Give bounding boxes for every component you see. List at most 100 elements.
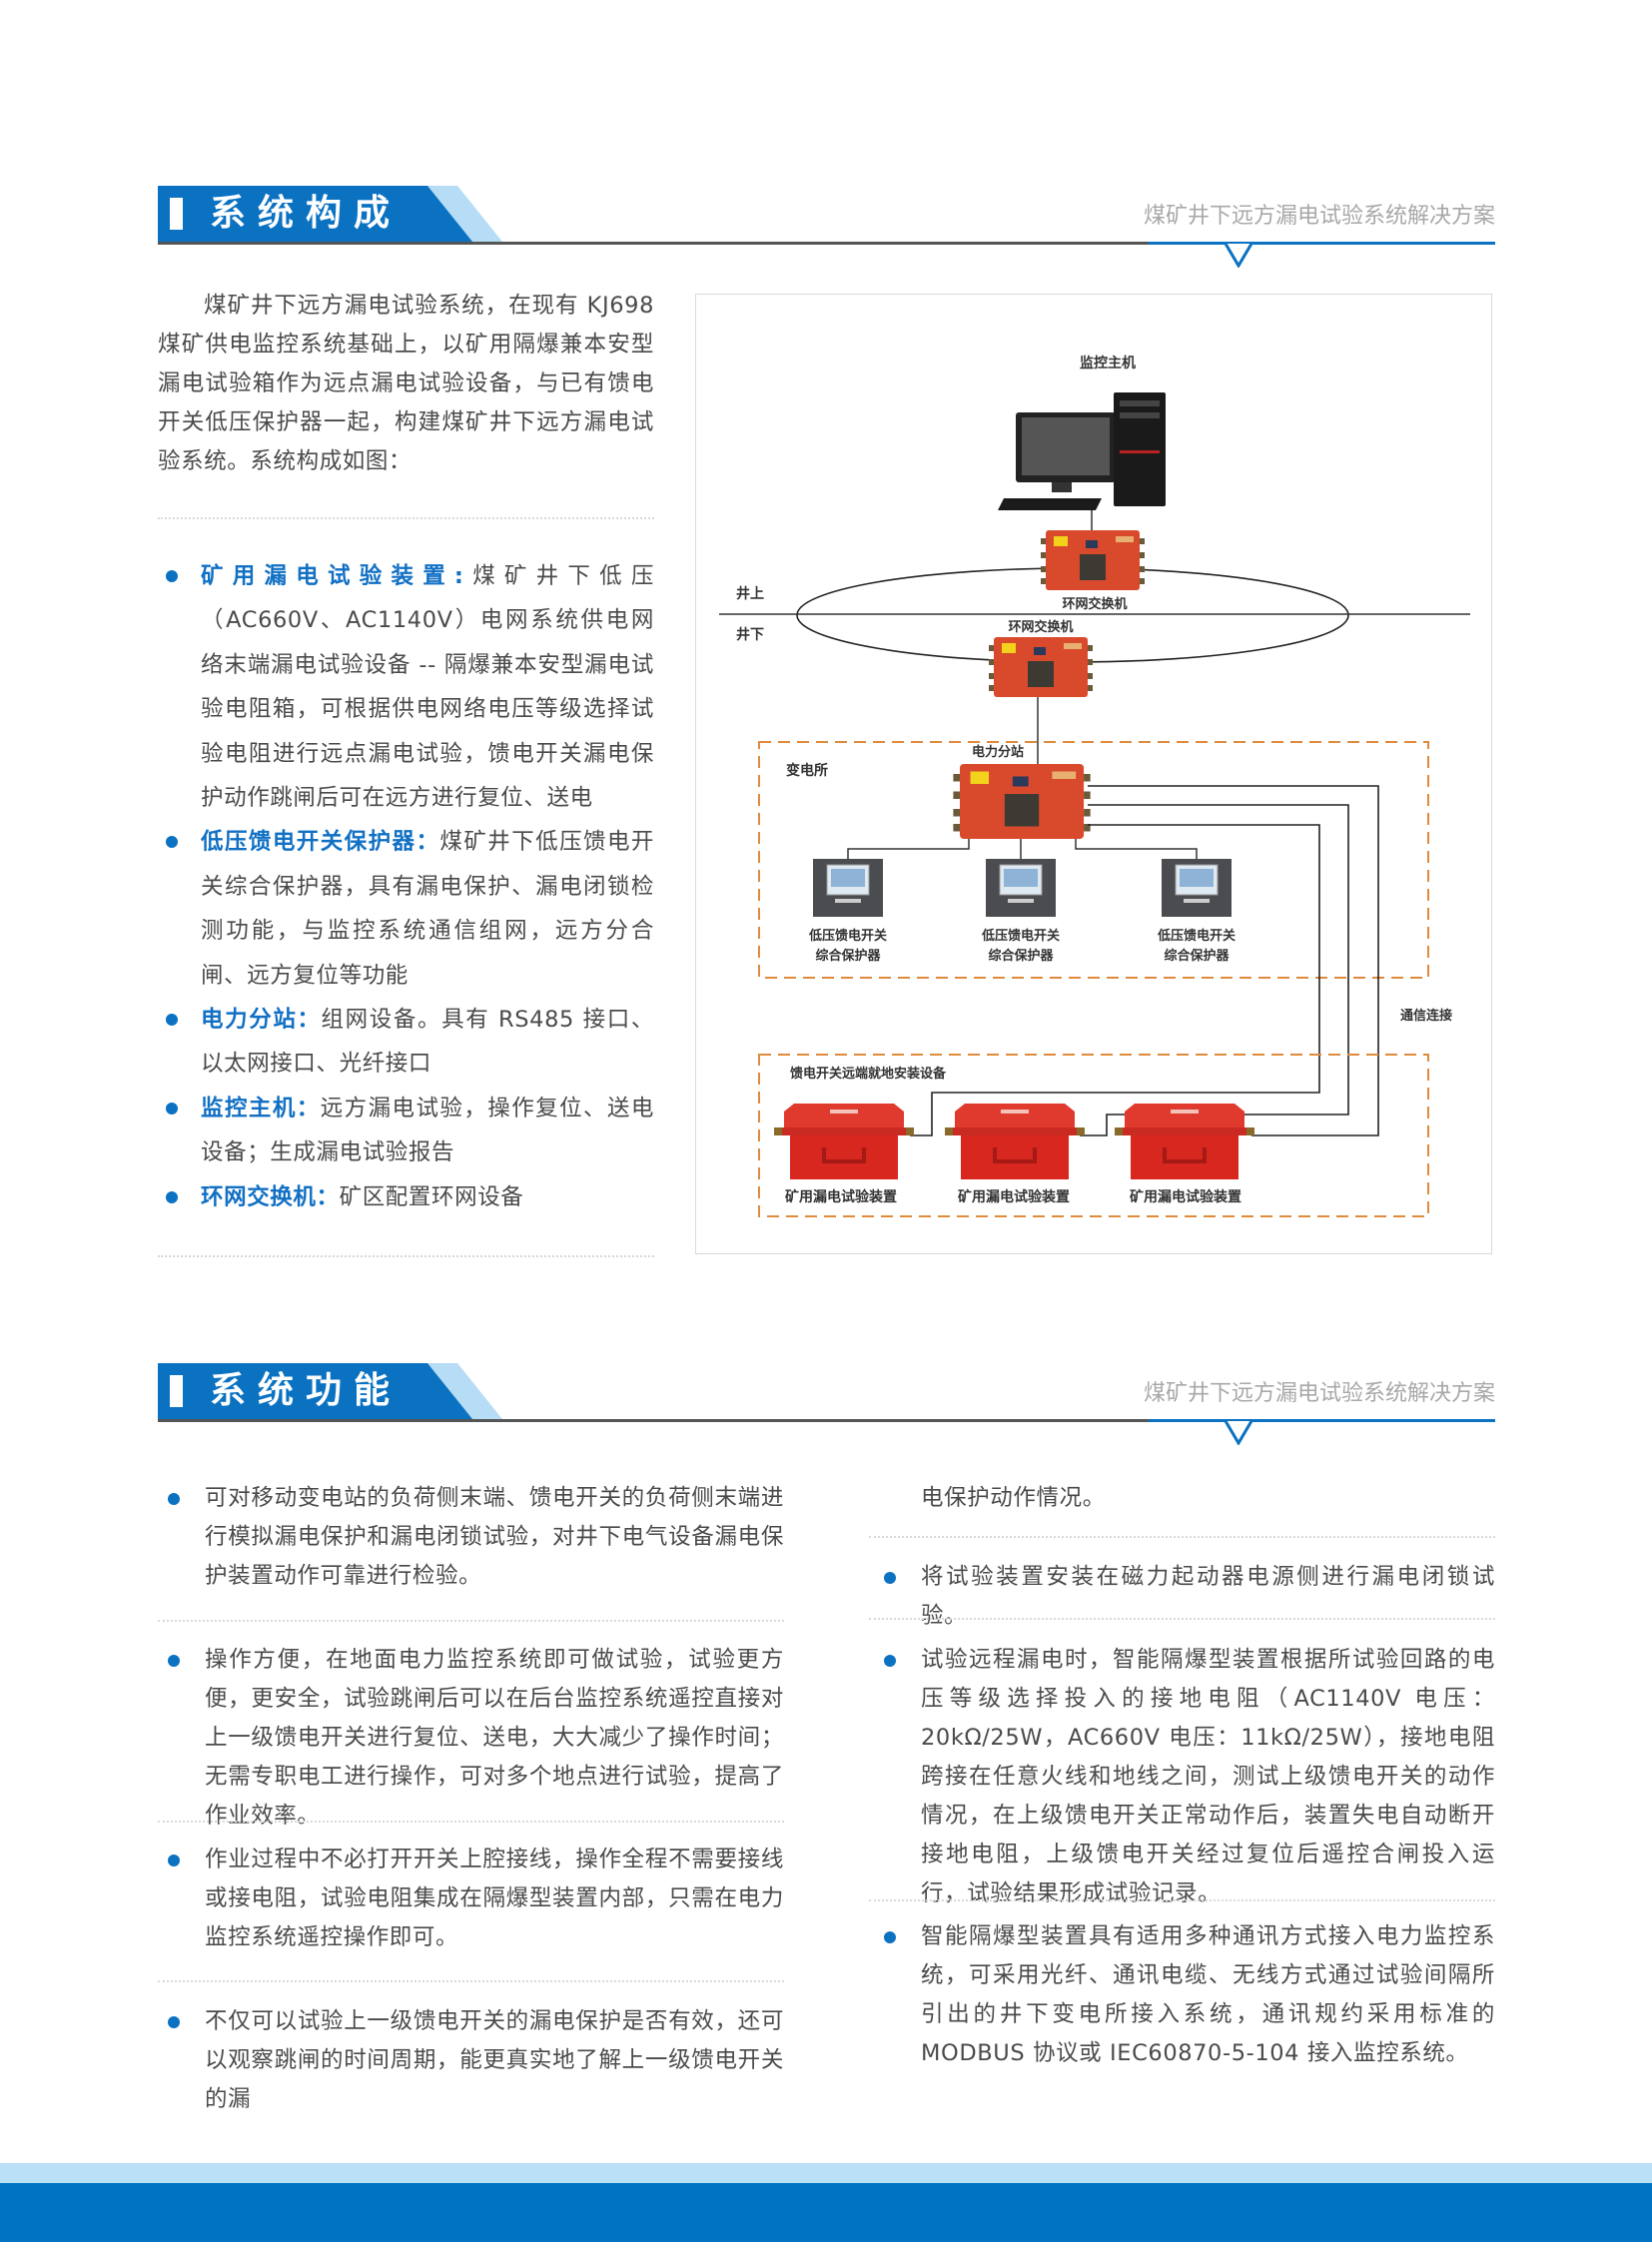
protector-label: 低压馈电开关 (981, 928, 1060, 944)
header-bar-mark (170, 198, 183, 230)
item-term: 电力分站： (201, 1007, 322, 1034)
item-text: 组网设备。具有 RS485 接口、以太网接口、光纤接口 (201, 1007, 654, 1078)
power-substation-icon (953, 764, 1091, 839)
bullet-icon (884, 1572, 896, 1584)
comm-link-label: 通信连接 (1400, 1008, 1452, 1024)
ring-switch-top-icon (1041, 530, 1145, 590)
section-title: 系统功能 (210, 1370, 403, 1411)
header-tab (158, 186, 472, 242)
ring-switch-bottom-icon (989, 637, 1093, 697)
function-text: 操作方便，在地面电力监控系统即可做试验，试验更方便，更安全，试验跳闸后可以在后台… (205, 1647, 784, 1829)
bullet-icon (884, 1655, 896, 1667)
dotted-divider (869, 1899, 1495, 1901)
comm-line (910, 824, 1320, 1136)
protector-icon (1161, 858, 1233, 918)
ring-switch-bottom-label: 环网交换机 (1008, 619, 1073, 635)
protector-icon (985, 858, 1057, 918)
intro-paragraph: 煤矿井下远方漏电试验系统，在现有 KJ698 煤矿供电监控系统基础上，以矿用隔爆… (158, 293, 654, 474)
item-term: 监控主机： (201, 1095, 321, 1121)
function-item: 试验远程漏电时，智能隔爆型装置根据所试验回路的电压等级选择投入的接地电阻（AC1… (874, 1641, 1495, 1913)
divider-accent (1149, 242, 1495, 245)
divider (158, 242, 1149, 245)
footer-band-light (0, 2163, 1652, 2183)
leakage-test-device-icon (772, 1102, 916, 1181)
list-item: 环网交换机：矿区配置环网设备 (158, 1175, 654, 1219)
function-item: 智能隔爆型装置具有适用多种通讯方式接入电力监控系统，可采用光纤、通讯电缆、无线方… (874, 1917, 1495, 2073)
dotted-divider (158, 1821, 784, 1823)
power-substation-label: 电力分站 (972, 744, 1024, 760)
function-item: 操作方便，在地面电力监控系统即可做试验，试验更方便，更安全，试验跳闸后可以在后台… (158, 1641, 784, 1836)
dotted-divider (158, 1980, 784, 1982)
footer-band (0, 2183, 1652, 2242)
item-text: 矿区配置环网设备 (339, 1183, 524, 1210)
function-item: 不仅可以试验上一级馈电开关的漏电保护是否有效，还可以观察跳闸的时间周期，能更真实… (158, 2002, 784, 2119)
header-bar-mark (170, 1375, 183, 1407)
item-text: 远方漏电试验，操作复位、送电设备；生成漏电试验报告 (201, 1095, 654, 1166)
item-text: 煤矿井下低压（AC660V、AC1140V）电网系统供电网络末端漏电试验设备 -… (201, 563, 654, 812)
monitor-host-label: 监控主机 (1080, 355, 1136, 372)
protector-label: 低压馈电开关 (808, 928, 887, 944)
comm-line (1088, 785, 1379, 1136)
bullet-icon (166, 1014, 178, 1027)
header-tab (158, 1363, 472, 1419)
item-text: 煤矿井下低压馈电开关综合保护器，具有漏电保护、漏电闭锁检测功能，与监控系统通信组… (201, 829, 654, 989)
dotted-divider (158, 1255, 654, 1257)
function-item: 可对移动变电站的负荷侧末端、馈电开关的负荷侧末端进行模拟漏电保护和漏电闭锁试验，… (158, 1479, 784, 1596)
protector-label: 综合保护器 (988, 948, 1054, 964)
dotted-divider (869, 1536, 1495, 1538)
underground-label: 井下 (736, 626, 764, 643)
function-text: 可对移动变电站的负荷侧末端、馈电开关的负荷侧末端进行模拟漏电保护和漏电闭锁试验，… (205, 1485, 784, 1589)
remote-group-label: 馈电开关远端就地安装设备 (790, 1066, 947, 1082)
bullet-icon (168, 2016, 180, 2028)
bullet-icon (168, 1855, 180, 1867)
protector-label: 综合保护器 (1164, 948, 1230, 964)
remote-install-group (758, 1054, 1429, 1217)
list-item: 电力分站：组网设备。具有 RS485 接口、以太网接口、光纤接口 (158, 998, 654, 1087)
leakage-test-device-icon (1113, 1102, 1256, 1181)
bullet-icon (168, 1493, 180, 1505)
protector-icon (812, 858, 884, 918)
list-item: 矿用漏电试验装置:煤矿井下低压（AC660V、AC1140V）电网系统供电网络末… (158, 554, 654, 820)
function-text: 将试验装置安装在磁力起动器电源侧进行漏电闭锁试验。 (921, 1564, 1495, 1629)
diagram-canvas: 监控主机 环网交换机 井上 井下 环网交换机 变电所 电力分站 低压馈电开关 综… (719, 355, 1470, 1217)
item-term: 矿用漏电试验装置: (201, 563, 464, 589)
function-item: 将试验装置安装在磁力起动器电源侧进行漏电闭锁试验。 (874, 1558, 1495, 1636)
bullet-icon (166, 1102, 178, 1115)
bullet-icon (166, 570, 178, 582)
dotted-divider (158, 517, 654, 519)
section-header-composition: 系统构成 煤矿井下远方漏电试验系统解决方案 (158, 186, 1495, 276)
notch-icon (1225, 244, 1252, 268)
ring-switch-top-label: 环网交换机 (1062, 596, 1127, 612)
test-device-label: 矿用漏电试验装置 (1130, 1188, 1241, 1205)
bullet-icon (166, 1190, 178, 1203)
test-device-label: 矿用漏电试验装置 (958, 1188, 1070, 1205)
section-header-functions: 系统功能 煤矿井下远方漏电试验系统解决方案 (158, 1363, 1495, 1453)
notch-icon (1225, 1421, 1252, 1445)
function-item: 作业过程中不必打开开关上腔接线，操作全程不需要接线或接电阻，试验电阻集成在隔爆型… (158, 1841, 784, 1957)
above-ground-label: 井上 (736, 585, 764, 602)
function-text: 试验远程漏电时，智能隔爆型装置根据所试验回路的电压等级选择投入的接地电阻（AC1… (921, 1647, 1495, 1906)
list-item: 监控主机：远方漏电试验，操作复位、送电设备；生成漏电试验报告 (158, 1087, 654, 1175)
function-text: 电保护动作情况。 (921, 1485, 1106, 1511)
protector-label: 低压馈电开关 (1157, 928, 1236, 944)
protector-label: 综合保护器 (815, 948, 881, 964)
bullet-icon (884, 1931, 896, 1943)
item-term: 低压馈电开关保护器： (201, 829, 440, 856)
divider-accent (1149, 1419, 1495, 1422)
dotted-divider (869, 1618, 1495, 1620)
brochure-subtitle: 煤矿井下远方漏电试验系统解决方案 (1143, 204, 1495, 229)
function-text: 智能隔爆型装置具有适用多种通讯方式接入电力监控系统，可采用光纤、通讯电缆、无线方… (921, 1923, 1495, 2066)
system-diagram: 监控主机 环网交换机 井上 井下 环网交换机 变电所 电力分站 低压馈电开关 综… (695, 294, 1492, 1254)
comm-line (1080, 804, 1349, 1136)
function-item-continuation: 电保护动作情况。 (874, 1479, 1495, 1518)
item-term: 环网交换机： (201, 1183, 340, 1210)
function-text: 作业过程中不必打开开关上腔接线，操作全程不需要接线或接电阻，试验电阻集成在隔爆型… (205, 1847, 784, 1950)
leakage-test-device-icon (943, 1102, 1087, 1181)
component-list: 矿用漏电试验装置:煤矿井下低压（AC660V、AC1140V）电网系统供电网络末… (158, 554, 654, 1219)
dotted-divider (158, 1620, 784, 1622)
substation-group (758, 741, 1429, 979)
monitor-host-computer-icon (998, 392, 1166, 510)
bullet-icon (166, 836, 178, 849)
function-text: 不仅可以试验上一级馈电开关的漏电保护是否有效，还可以观察跳闸的时间周期，能更真实… (205, 2008, 784, 2112)
list-item: 低压馈电开关保护器：煤矿井下低压馈电开关综合保护器，具有漏电保护、漏电闭锁检测功… (158, 820, 654, 998)
